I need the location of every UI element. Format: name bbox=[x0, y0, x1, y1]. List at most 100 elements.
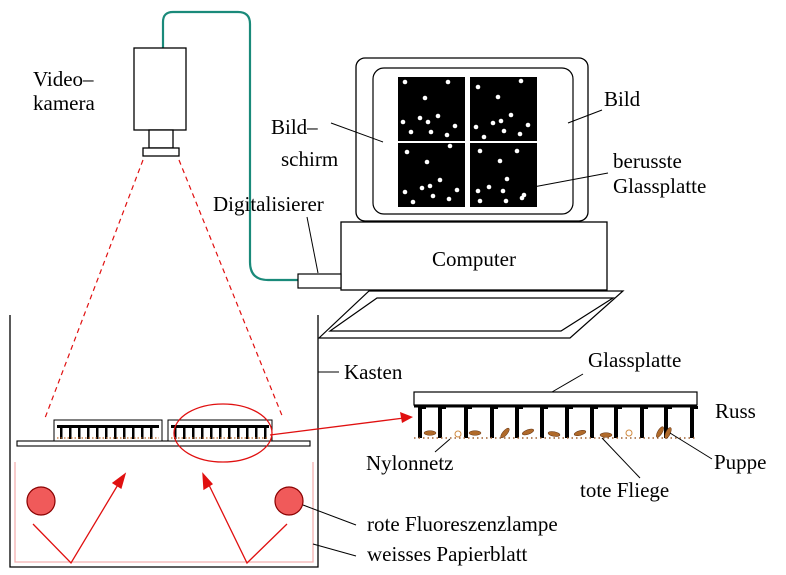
computer-label: Computer bbox=[432, 247, 516, 271]
screen-dot bbox=[402, 189, 408, 195]
screen-dot bbox=[422, 95, 428, 101]
pupa bbox=[500, 427, 510, 439]
screen-dot bbox=[500, 188, 506, 194]
pupa bbox=[573, 430, 587, 436]
screen-dot bbox=[517, 131, 523, 137]
screen-dot bbox=[447, 143, 453, 149]
screen-dot bbox=[408, 129, 414, 135]
red-lamp-left bbox=[26, 486, 56, 516]
screen-dot bbox=[525, 122, 531, 128]
screen-dot bbox=[475, 188, 481, 194]
lamp-pointer bbox=[302, 504, 357, 526]
nylon-net-label: Nylonnetz bbox=[366, 451, 453, 475]
detail-arrow bbox=[269, 412, 413, 436]
detail-highlight bbox=[173, 403, 273, 463]
cell-wall bbox=[438, 406, 442, 438]
shelf bbox=[16, 440, 311, 447]
sooted-glass-label-line1: berusste bbox=[613, 149, 682, 173]
screen-dot bbox=[444, 132, 450, 138]
pupa bbox=[664, 427, 672, 439]
detail-insects bbox=[423, 426, 672, 439]
screen-dot bbox=[425, 119, 431, 125]
pupa bbox=[599, 432, 613, 438]
video-cable bbox=[161, 10, 298, 282]
cell-wall bbox=[540, 406, 544, 438]
screen-dot bbox=[498, 118, 504, 124]
sooted-glass-label-line2: Glassplatte bbox=[613, 174, 706, 198]
screen-dot bbox=[402, 79, 408, 85]
video-camera bbox=[133, 47, 187, 157]
cell-wall bbox=[515, 406, 519, 438]
screen-pointer bbox=[330, 122, 384, 143]
screen-dot bbox=[428, 129, 434, 135]
screen-dot bbox=[481, 134, 487, 140]
screen-dot bbox=[437, 177, 443, 183]
dead-fly bbox=[454, 430, 462, 438]
box-walls bbox=[9, 315, 319, 568]
screen-dot bbox=[427, 183, 433, 189]
screen-dot bbox=[446, 196, 452, 202]
camera-label-line1: Video– bbox=[33, 67, 94, 91]
pupa bbox=[423, 430, 437, 436]
red-lamp-label: rote Fluoreszenzlampe bbox=[367, 512, 558, 536]
white-paper-sheet bbox=[14, 462, 314, 563]
glass-plate-pointer bbox=[551, 373, 584, 393]
screen-dot bbox=[430, 193, 436, 199]
cell-wall bbox=[565, 406, 569, 438]
screen-dot bbox=[486, 184, 492, 190]
screen-dot bbox=[504, 176, 510, 182]
digitizer-label: Digitalisierer bbox=[213, 192, 324, 216]
screen-dot bbox=[475, 84, 481, 90]
screen-label-line1: Bild– bbox=[271, 115, 318, 139]
nylon-net-pointer bbox=[434, 438, 451, 453]
pupa bbox=[468, 430, 482, 436]
screen-dot bbox=[454, 187, 460, 193]
cell-wall bbox=[418, 406, 422, 438]
screen-dot bbox=[473, 124, 479, 130]
screen-dot bbox=[503, 198, 509, 204]
pupa bbox=[656, 426, 664, 438]
screen-dot bbox=[495, 94, 501, 100]
pupa bbox=[547, 431, 561, 437]
glass-plate-label: Glassplatte bbox=[588, 348, 681, 372]
computer-box bbox=[340, 221, 608, 291]
screen-label-line2: schirm bbox=[281, 147, 338, 171]
digitizer-box bbox=[297, 273, 342, 289]
digitizer-pointer bbox=[306, 216, 319, 274]
soot-label: Russ bbox=[715, 399, 756, 423]
screen-dot bbox=[435, 113, 441, 119]
red-lamp-right bbox=[274, 486, 304, 516]
monitor bbox=[355, 57, 589, 222]
screen-dot bbox=[419, 185, 425, 191]
screen-dot bbox=[514, 148, 520, 154]
screen-dot bbox=[404, 149, 410, 155]
screen-dot bbox=[410, 199, 416, 205]
image-pointer bbox=[567, 109, 603, 124]
screen-dot bbox=[501, 128, 507, 134]
box-label: Kasten bbox=[344, 360, 403, 384]
screen-dot bbox=[424, 159, 430, 165]
detail-glass-plate bbox=[413, 391, 698, 406]
keyboard bbox=[317, 290, 625, 339]
screen-dot bbox=[477, 198, 483, 204]
screen-dot bbox=[519, 195, 525, 201]
cell-wall bbox=[464, 406, 468, 438]
screen-dot bbox=[417, 115, 423, 121]
paper-pointer bbox=[312, 543, 357, 557]
pupa-pointer bbox=[669, 432, 713, 460]
pupa bbox=[522, 428, 534, 436]
white-paper-label: weisses Papierblatt bbox=[367, 542, 528, 566]
screen-dot bbox=[518, 78, 524, 84]
screen-dot bbox=[452, 123, 458, 129]
small-glass-plates bbox=[53, 419, 273, 442]
screen-dot bbox=[400, 119, 406, 125]
cell-wall bbox=[690, 406, 694, 438]
screen-dot bbox=[477, 148, 483, 154]
screen-dot bbox=[445, 79, 451, 85]
cell-wall bbox=[614, 406, 618, 438]
cell-wall bbox=[490, 406, 494, 438]
light-rays bbox=[32, 472, 288, 565]
dead-fly-label: tote Fliege bbox=[580, 478, 669, 502]
screen-dot bbox=[508, 112, 514, 118]
